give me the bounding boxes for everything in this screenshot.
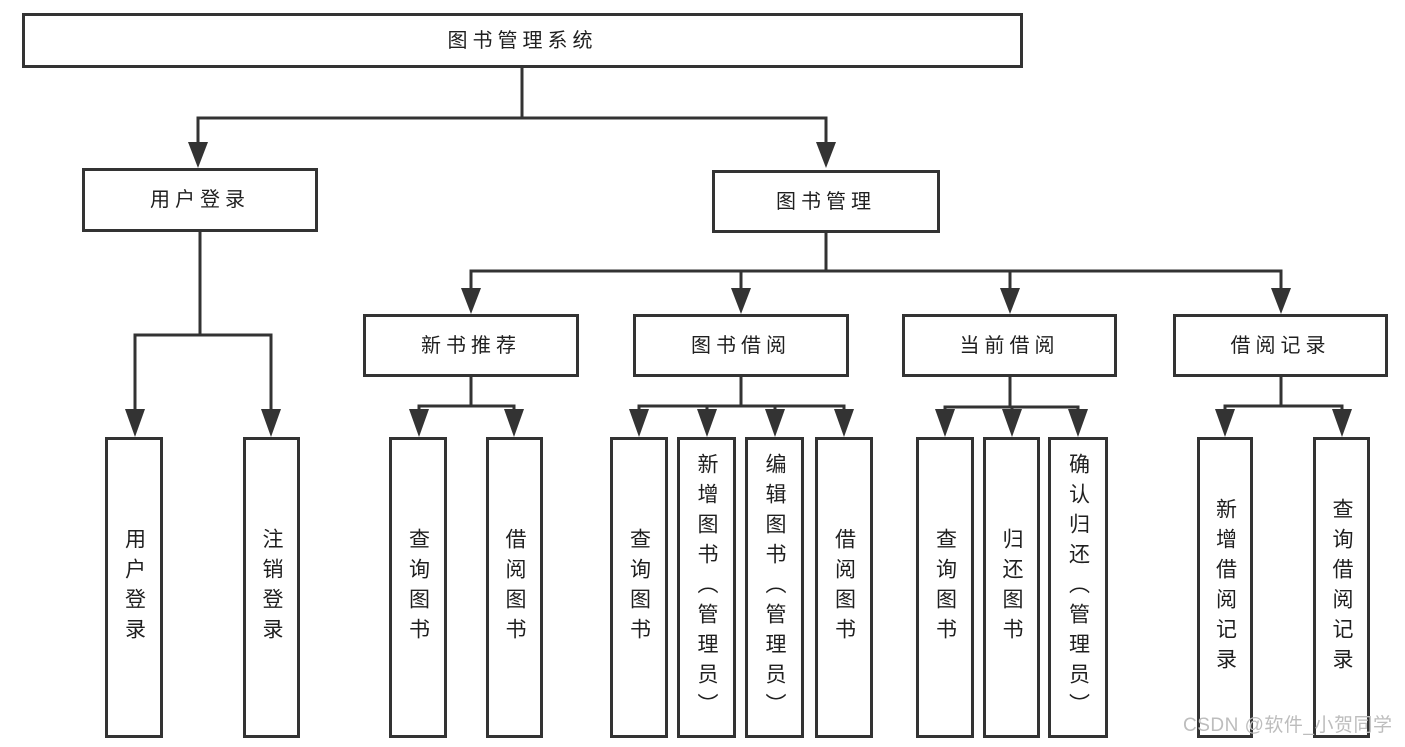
node-new-book-recommend-label: 新书推荐	[421, 334, 521, 357]
leaf-cb-return-books-label: 归还图书	[1000, 527, 1024, 648]
node-current-borrow-label: 当前借阅	[959, 334, 1060, 357]
leaf-bb-add-books-admin: 新增图书（管理员）	[677, 437, 736, 738]
leaf-cb-confirm-return-admin-label: 确认归还（管理员）	[1066, 452, 1090, 723]
node-borrow-records-label: 借阅记录	[1230, 334, 1331, 357]
leaf-bb-borrow-books-label: 借阅图书	[832, 527, 856, 648]
node-root-system: 图书管理系统	[22, 13, 1023, 68]
leaf-cb-query-books: 查询图书	[916, 437, 974, 738]
csdn-watermark: CSDN @软件_小贺同学	[1183, 715, 1393, 736]
leaf-cb-query-books-label: 查询图书	[933, 527, 957, 648]
leaf-nbr-query-books: 查询图书	[389, 437, 447, 738]
leaf-bb-borrow-books: 借阅图书	[815, 437, 873, 738]
leaf-user-login-label: 用户登录	[122, 527, 146, 648]
leaf-br-query-record: 查询借阅记录	[1313, 437, 1370, 738]
leaf-bb-edit-books-admin-label: 编辑图书（管理员）	[763, 452, 787, 723]
node-book-management-label: 图书管理	[776, 190, 876, 213]
leaf-logout: 注销登录	[243, 437, 300, 738]
node-user-login-label: 用户登录	[150, 189, 250, 211]
node-new-book-recommend: 新书推荐	[363, 314, 579, 377]
node-user-login: 用户登录	[82, 168, 318, 232]
node-book-borrow-label: 图书借阅	[691, 334, 791, 357]
leaf-br-add-record: 新增借阅记录	[1197, 437, 1253, 738]
leaf-nbr-borrow-books-label: 借阅图书	[503, 527, 527, 648]
leaf-cb-return-books: 归还图书	[983, 437, 1040, 738]
node-current-borrow: 当前借阅	[902, 314, 1117, 377]
leaf-bb-add-books-admin-label: 新增图书（管理员）	[695, 452, 719, 723]
leaf-cb-confirm-return-admin: 确认归还（管理员）	[1048, 437, 1108, 738]
arrowhead-icons	[125, 142, 1352, 437]
leaf-br-add-record-label: 新增借阅记录	[1213, 497, 1237, 678]
leaf-nbr-query-books-label: 查询图书	[406, 527, 430, 648]
leaf-nbr-borrow-books: 借阅图书	[486, 437, 543, 738]
node-book-management: 图书管理	[712, 170, 940, 233]
node-root-label: 图书管理系统	[447, 29, 598, 52]
leaf-logout-label: 注销登录	[260, 527, 284, 648]
node-book-borrow: 图书借阅	[633, 314, 849, 377]
leaf-user-login: 用户登录	[105, 437, 163, 738]
leaf-bb-edit-books-admin: 编辑图书（管理员）	[745, 437, 804, 738]
leaf-bb-query-books-label: 查询图书	[627, 527, 651, 648]
leaf-br-query-record-label: 查询借阅记录	[1330, 497, 1354, 678]
leaf-bb-query-books: 查询图书	[610, 437, 668, 738]
node-borrow-records: 借阅记录	[1173, 314, 1388, 377]
